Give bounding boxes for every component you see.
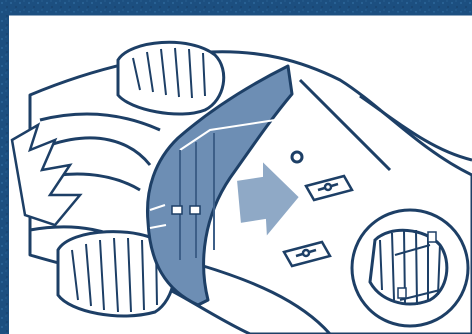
rear-wheel-top (118, 42, 224, 114)
wheel-detail-magnifier (352, 210, 468, 326)
